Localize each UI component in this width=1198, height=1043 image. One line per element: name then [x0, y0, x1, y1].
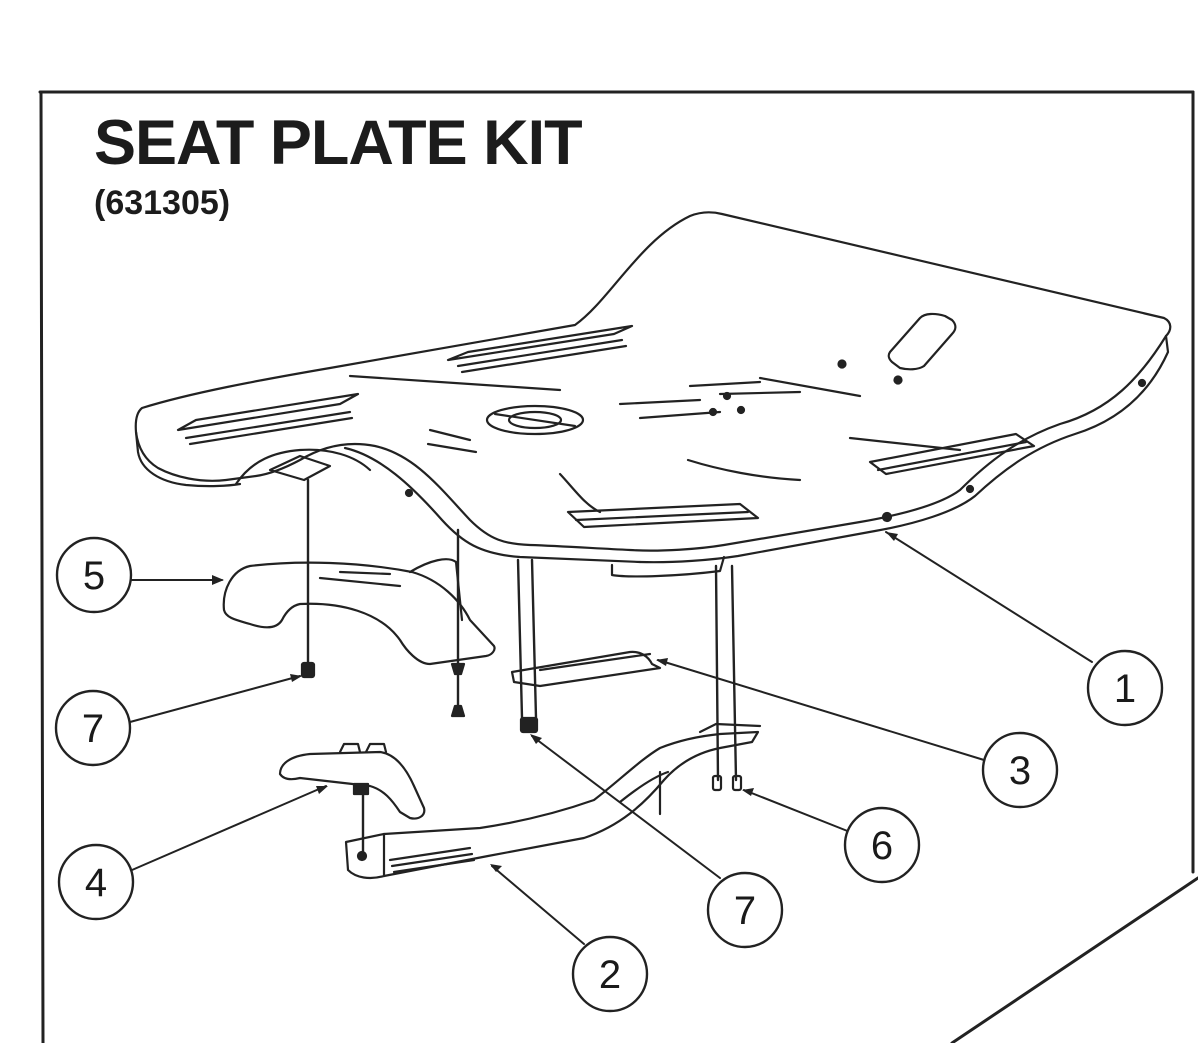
bar-part [510, 650, 662, 688]
callouts: 1 2 3 4 5 6 7 [54, 536, 1164, 1013]
callout-3: 3 [981, 731, 1059, 809]
svg-text:3: 3 [1009, 749, 1031, 793]
bottom-linkage-part [344, 722, 762, 880]
svg-text:2: 2 [599, 953, 621, 997]
frame-border [38, 90, 1198, 1043]
leader-lines [129, 531, 1093, 945]
svg-text:7: 7 [734, 889, 756, 933]
diagram-title: SEAT PLATE KIT [94, 108, 583, 178]
svg-text:6: 6 [871, 824, 893, 868]
callout-4: 4 [57, 843, 135, 921]
seat-plate-part [134, 211, 1172, 578]
callout-2: 2 [571, 935, 649, 1013]
callout-1: 1 [1086, 649, 1164, 727]
part-number: (631305) [94, 184, 231, 222]
svg-text:1: 1 [1114, 667, 1136, 711]
svg-text:5: 5 [83, 554, 105, 598]
svg-text:7: 7 [82, 707, 104, 751]
callout-6: 6 [843, 806, 921, 884]
callout-7-left: 7 [54, 689, 132, 767]
arrowheads [212, 532, 898, 872]
front-bracket-part [222, 558, 496, 666]
small-bracket-part [278, 742, 426, 820]
callout-5: 5 [55, 536, 133, 614]
svg-text:4: 4 [85, 861, 107, 905]
callout-7-center: 7 [706, 871, 784, 949]
fasteners [300, 661, 743, 792]
assembly-lines [306, 478, 738, 857]
